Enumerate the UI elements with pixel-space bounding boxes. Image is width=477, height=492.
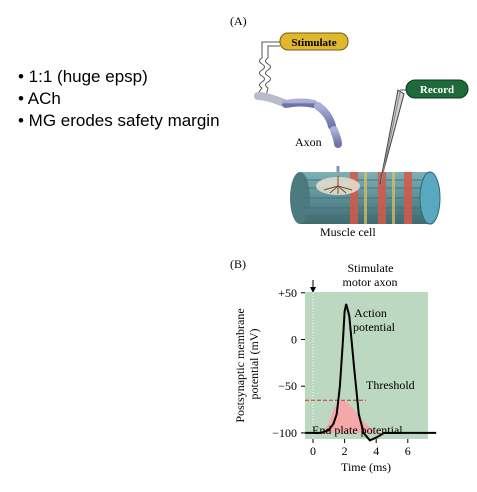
y-axis-title: Postsynaptic membrane potential (mV) (233, 305, 261, 422)
muscle-cell (290, 171, 441, 225)
muscle-cell-label: Muscle cell (320, 225, 376, 239)
x-tick-label: 2 (342, 444, 348, 458)
potential-line: potential (353, 320, 396, 334)
y-tick-label: +50 (278, 286, 297, 300)
record-label-box: Record (405, 79, 469, 99)
y-tick-label: 0 (291, 333, 297, 347)
axon (254, 92, 342, 174)
x-axis-title: Time (ms) (341, 460, 391, 474)
bullet-item: • ACh (18, 89, 61, 108)
threshold-label: Threshold (366, 378, 415, 392)
bullet-item: • 1:1 (huge epsp) (18, 67, 148, 86)
stimulate-label-box: Stimulate (279, 32, 349, 51)
stimulate-motor-axon-label: Stimulate motor axon (343, 261, 398, 289)
bullet-item: • MG erodes safety margin (18, 111, 220, 130)
panel-b-label: (B) (230, 257, 246, 271)
panel-a-label: (A) (230, 14, 247, 28)
y-axis-title-line2: potential (mV) (247, 329, 261, 400)
record-box (405, 79, 469, 99)
x-tick-label: 4 (373, 444, 379, 458)
y-axis-ticks: +50 0 −50 −100 (272, 286, 305, 440)
action-potential-label: Action potential (353, 306, 396, 334)
plot-background (305, 292, 428, 439)
axon-label: Axon (295, 135, 322, 149)
recording-electrode (379, 89, 406, 185)
record-label: Record (420, 84, 454, 96)
end-plate-potential-label: End plate potential (312, 423, 403, 437)
stimulate-label: Stimulate (291, 37, 336, 49)
y-tick-label: −100 (272, 426, 297, 440)
stimulating-electrode (255, 41, 280, 97)
x-tick-label: 6 (405, 444, 411, 458)
bullet-list: • 1:1 (huge epsp) • ACh • MG erodes safe… (18, 66, 220, 132)
y-axis-title-line1: Postsynaptic membrane (233, 308, 247, 422)
x-axis-ticks: 0 2 4 6 (310, 439, 411, 458)
y-tick-label: −50 (278, 379, 297, 393)
action-potential-trace (305, 303, 437, 442)
action-line: Action (354, 306, 387, 320)
stimulate-line: Stimulate (348, 261, 394, 275)
x-tick-label: 0 (310, 444, 316, 458)
stimulus-arrow (310, 280, 316, 293)
motor-axon-line: motor axon (343, 275, 398, 289)
